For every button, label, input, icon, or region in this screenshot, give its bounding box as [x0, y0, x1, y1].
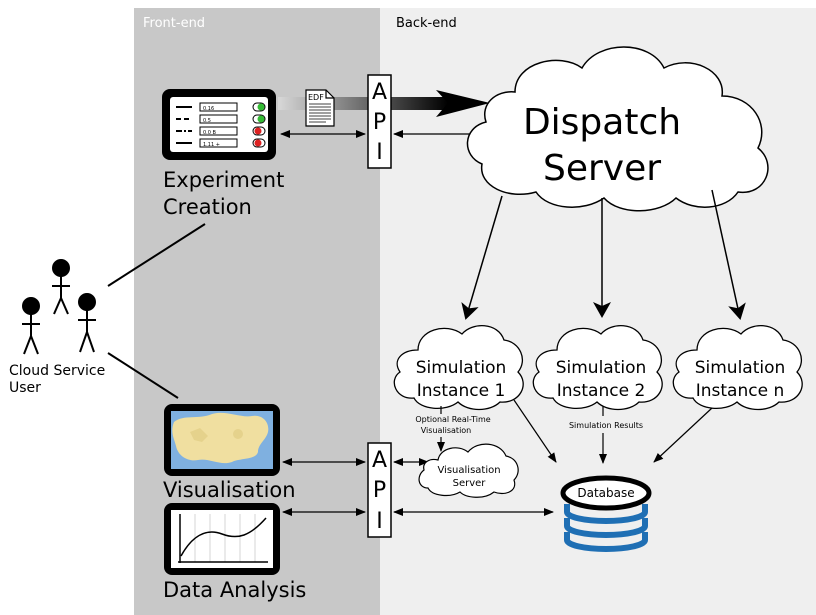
- svg-text:A: A: [372, 448, 387, 473]
- instance-1-line1: Simulation: [416, 358, 507, 378]
- edf-document-icon: [305, 89, 335, 127]
- experiment-label-line2: Creation: [163, 195, 252, 219]
- actor-label-line2: User: [9, 380, 41, 396]
- svg-text:P: P: [373, 478, 386, 503]
- dispatch-label-line1: Dispatch: [523, 102, 681, 143]
- dispatch-server-cloud: [466, 46, 769, 212]
- user-icon: [22, 259, 96, 355]
- backend-label: Back-end: [396, 16, 457, 31]
- form-field-2: 0.5: [203, 118, 211, 124]
- instance-n-line2: Instance n: [696, 381, 785, 401]
- actor-to-visualisation-line: [107, 352, 179, 399]
- svg-text:P: P: [373, 110, 386, 135]
- instance-2-line2: Instance 2: [557, 381, 646, 401]
- form-field-1: 0.16: [203, 106, 214, 112]
- edf-label: EDF: [308, 93, 324, 102]
- dispatch-to-instance-n-arrow: [711, 189, 746, 320]
- instance-1-line2: Instance 1: [417, 381, 506, 401]
- map-icon: [164, 404, 280, 476]
- actor-label-line1: Cloud Service: [9, 363, 105, 379]
- data-analysis-label: Data Analysis: [163, 578, 306, 602]
- database-label: Database: [577, 486, 634, 500]
- instance-2-line1: Simulation: [556, 358, 647, 378]
- vis-server-line1: Visualisation: [437, 465, 500, 476]
- api-box-top: A P I: [367, 74, 392, 169]
- frontend-label: Front-end: [143, 16, 205, 31]
- experiment-form-icon: 0.16 0.5 0.0 B 1.11 +: [162, 89, 276, 160]
- svg-text:I: I: [376, 509, 383, 534]
- vis-server-line2: Server: [453, 478, 487, 489]
- edf-arrow-shaft: [278, 97, 448, 110]
- form-field-3: 0.0 B: [203, 130, 217, 136]
- instance-n-to-database-arrow: [653, 407, 713, 463]
- simulation-instance-2-cloud: Simulation Instance 2: [532, 325, 663, 411]
- realtime-note-line1: Optional Real-Time: [415, 415, 490, 424]
- visualisation-label: Visualisation: [163, 478, 296, 502]
- simulation-instance-n-cloud: Simulation Instance n: [672, 325, 803, 411]
- svg-text:I: I: [376, 140, 383, 165]
- svg-text:A: A: [372, 80, 387, 105]
- database-icon: Database: [560, 475, 652, 552]
- realtime-note-line2: Visualisation: [421, 426, 472, 435]
- instance1-to-database-arrow: [513, 399, 557, 463]
- instance-n-line1: Simulation: [695, 358, 786, 378]
- visualisation-server-cloud: Visualisation Server: [418, 443, 519, 498]
- experiment-label-line1: Experiment: [163, 168, 284, 192]
- actor-to-experiment-line: [107, 223, 206, 287]
- dispatch-to-instance1-arrow: [461, 195, 503, 320]
- api-box-bottom: A P I: [367, 442, 392, 538]
- chart-icon: [164, 503, 280, 575]
- edf-arrow-head: [436, 90, 490, 117]
- form-field-4: 1.11 +: [203, 142, 220, 148]
- dispatch-label-line2: Server: [543, 148, 661, 189]
- simulation-results-note: Simulation Results: [569, 421, 643, 430]
- simulation-instance-1-cloud: Simulation Instance 1: [393, 325, 524, 411]
